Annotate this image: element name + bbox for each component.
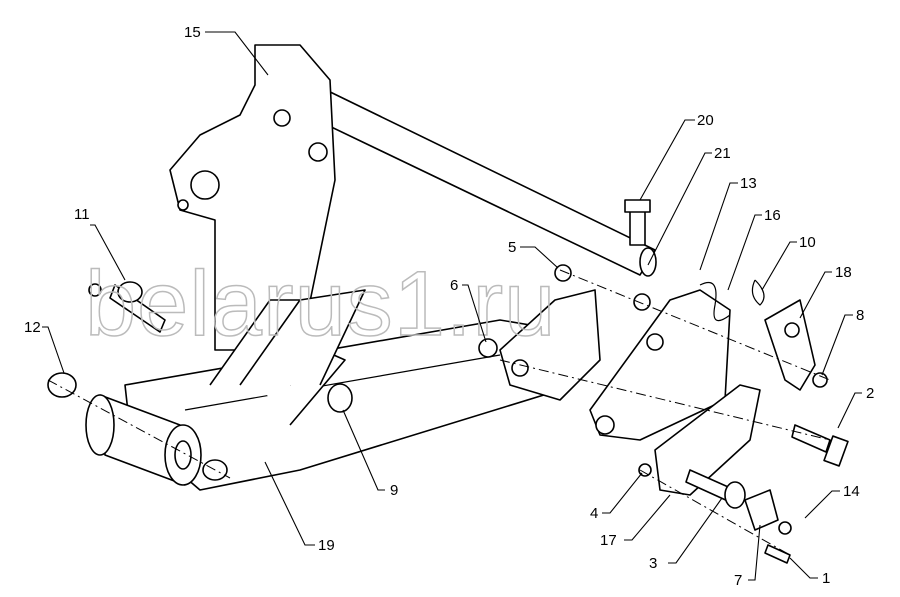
main-frame — [124, 289, 561, 491]
centerline — [499, 359, 831, 441]
centerline — [639, 469, 791, 556]
leader-lines — [42, 31, 862, 581]
callout-labels: 15 20 21 13 16 10 18 8 2 11 12 5 6 9 19 … — [24, 24, 874, 589]
callout-18: 18 — [835, 264, 852, 281]
bushing-12 — [47, 372, 77, 398]
ring-9 — [327, 383, 353, 413]
callout-15: 15 — [184, 24, 201, 41]
callout-5: 5 — [508, 239, 516, 256]
callout-10: 10 — [799, 234, 816, 251]
callout-2: 2 — [866, 385, 874, 402]
callout-11: 11 — [74, 206, 90, 223]
callout-19: 19 — [318, 537, 335, 554]
callout-4: 4 — [590, 505, 598, 522]
callout-3: 3 — [649, 555, 657, 572]
bracket-plates — [499, 281, 816, 496]
callout-7: 7 — [734, 572, 742, 589]
callout-13: 13 — [740, 175, 757, 192]
left-bracket — [169, 44, 336, 351]
callout-1: 1 — [822, 570, 830, 587]
watermark: belarus1.ru — [85, 253, 556, 355]
callout-12: 12 — [24, 319, 41, 336]
callout-17: 17 — [600, 532, 617, 549]
centerline — [559, 269, 831, 381]
callout-16: 16 — [764, 207, 781, 224]
centerline — [47, 379, 231, 479]
callout-20: 20 — [697, 112, 714, 129]
pin-11 — [88, 281, 166, 333]
callout-9: 9 — [390, 482, 398, 499]
roller — [85, 394, 202, 486]
callout-21: 21 — [714, 145, 731, 162]
callout-6: 6 — [450, 277, 458, 294]
callout-14: 14 — [843, 483, 860, 500]
callout-8: 8 — [856, 307, 864, 324]
